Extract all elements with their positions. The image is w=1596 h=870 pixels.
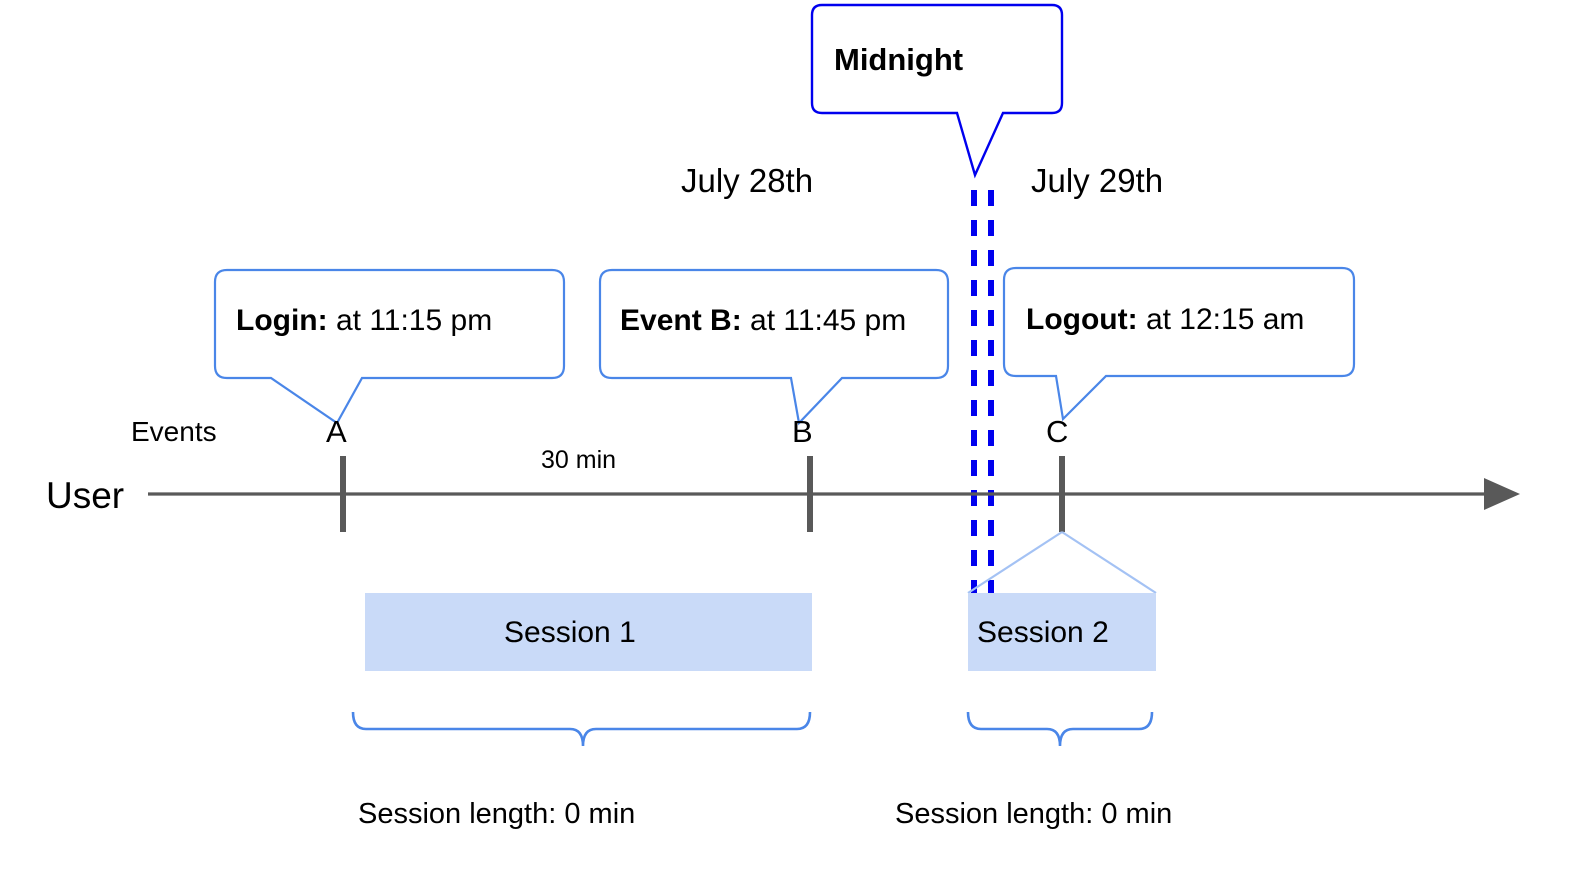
session-1-length-label: Session length: 0 min bbox=[358, 798, 636, 830]
login-bubble-path bbox=[213, 268, 566, 425]
events-axis-label: Events bbox=[131, 416, 217, 447]
login-callout-label: Login: at 11:15 pm bbox=[236, 306, 492, 336]
session-1-brace bbox=[351, 711, 812, 747]
login-callout-shape bbox=[213, 268, 566, 425]
date-label-left: July 28th bbox=[681, 162, 814, 199]
eventb-bubble-path bbox=[598, 268, 950, 426]
session2-connector-left bbox=[967, 531, 1063, 594]
midnight-label: Midnight bbox=[834, 42, 964, 77]
session-2-length-label: Session length: 0 min bbox=[895, 798, 1173, 830]
session-2-brace-path bbox=[966, 711, 1154, 747]
interval-duration-label: 30 min bbox=[541, 446, 617, 474]
logout-callout-bold: Logout: bbox=[1026, 303, 1138, 336]
logout-callout-shape bbox=[1002, 266, 1356, 422]
event-letter-c: C bbox=[1046, 414, 1069, 449]
session2-connector-right bbox=[1061, 531, 1157, 594]
user-axis-label: User bbox=[46, 475, 125, 516]
session-2-bar bbox=[968, 593, 1156, 671]
midnight-dashed-lines bbox=[971, 190, 994, 600]
eventb-callout-rest: at 11:45 pm bbox=[741, 304, 907, 337]
eventb-callout-label: Event B: at 11:45 pm bbox=[620, 306, 906, 336]
midnight-callout-shape bbox=[810, 3, 1064, 179]
logout-callout-label: Logout: at 12:15 am bbox=[1026, 305, 1304, 335]
midnight-bubble-path bbox=[810, 3, 1064, 179]
logout-callout-rest: at 12:15 am bbox=[1137, 303, 1305, 336]
session-2-brace bbox=[966, 711, 1154, 747]
eventb-callout-bold: Event B: bbox=[620, 304, 742, 337]
event-letter-a: A bbox=[326, 414, 347, 449]
timeline-axis bbox=[148, 456, 1520, 532]
date-label-right: July 29th bbox=[1031, 162, 1164, 199]
login-callout-bold: Login: bbox=[236, 304, 328, 337]
session2-connector-lines bbox=[967, 531, 1157, 594]
session-1-label: Session 1 bbox=[504, 616, 636, 649]
login-callout-rest: at 11:15 pm bbox=[327, 304, 493, 337]
session-1-bar bbox=[365, 593, 812, 671]
session-1-brace-path bbox=[351, 711, 812, 747]
timeline-arrow-head bbox=[1484, 478, 1520, 510]
logout-bubble-path bbox=[1002, 266, 1356, 422]
event-letter-b: B bbox=[792, 414, 813, 449]
eventb-callout-shape bbox=[598, 268, 950, 426]
session-2-label: Session 2 bbox=[977, 616, 1109, 649]
